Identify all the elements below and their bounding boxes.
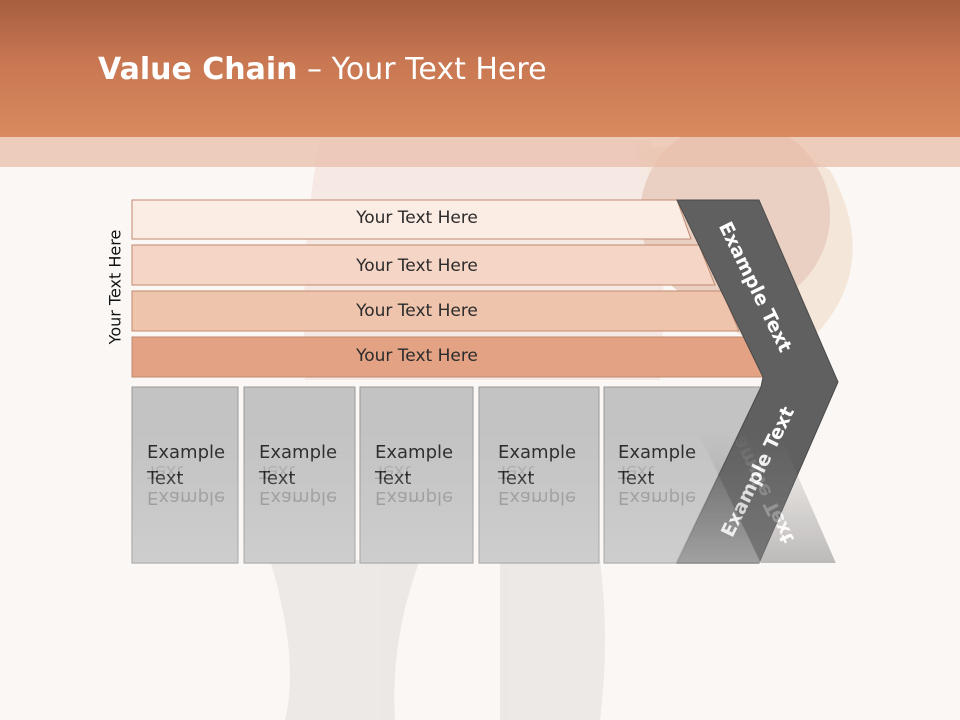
support-row-2[interactable] xyxy=(131,244,716,286)
support-row-3[interactable] xyxy=(131,290,740,332)
box-line-1: Example xyxy=(618,487,697,508)
box-line-2: Text xyxy=(618,461,655,482)
title-bar-band xyxy=(0,137,960,167)
box-line-2: Text xyxy=(498,461,535,482)
slide-title-bold: Value Chain xyxy=(98,52,298,87)
box-line-2: Text xyxy=(375,461,412,482)
box-line-2: Text xyxy=(147,461,184,482)
reflection-box-4-label: Example Text xyxy=(498,458,576,510)
support-row-1-label: Your Text Here xyxy=(356,208,478,228)
reflection-box-1-label: Example Text xyxy=(147,458,225,510)
support-row-3-label: Your Text Here xyxy=(356,301,478,321)
diagram-reflection: Example Text Example Text Example Text Exam… xyxy=(132,387,852,563)
box-line-1: Example xyxy=(498,487,577,508)
box-line-1: Example xyxy=(259,487,338,508)
margin-chevron[interactable] xyxy=(676,199,839,564)
box-line-1: Example xyxy=(147,487,226,508)
title-bar xyxy=(0,0,960,137)
box-line-2: Text xyxy=(259,461,296,482)
support-row-4-label: Your Text Here xyxy=(356,346,478,366)
reflection-shapes xyxy=(132,387,838,563)
box-line-1: Example xyxy=(375,487,454,508)
reflection-box-5-label: Example Text xyxy=(618,458,696,510)
support-row-2-label: Your Text Here xyxy=(356,256,478,276)
reflection-box-3-label: Example Text xyxy=(375,458,453,510)
slide-title: Value Chain – Your Text Here xyxy=(98,52,547,87)
support-row-1[interactable] xyxy=(131,199,692,240)
reflection-box-2-label: Example Text xyxy=(259,458,337,510)
slide-title-rest: – Your Text Here xyxy=(297,52,547,87)
